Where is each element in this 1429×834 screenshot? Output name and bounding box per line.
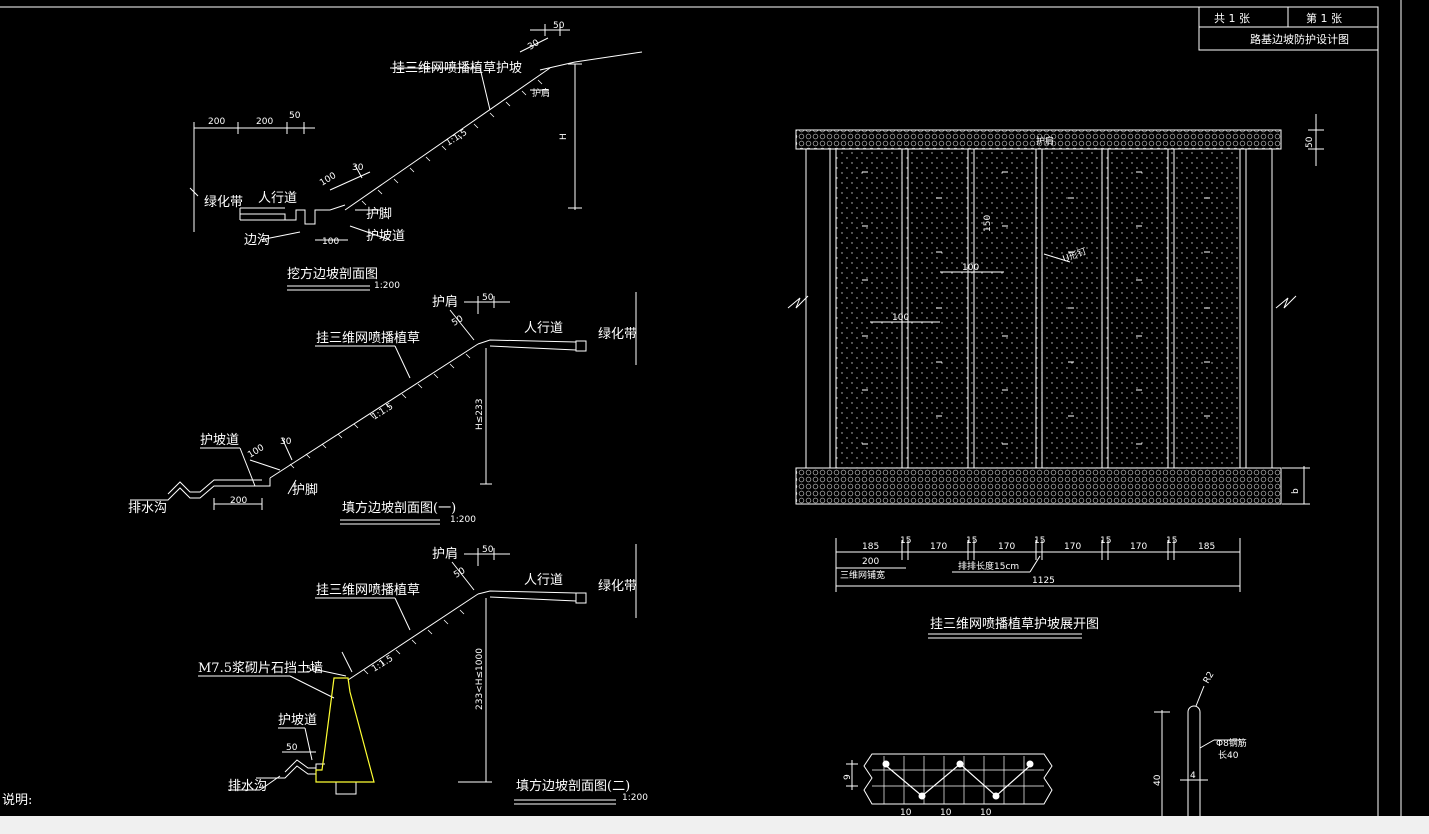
cut-scale: 1:200 [374,281,400,291]
mesh-detail [846,753,1053,805]
layout-view [787,114,1324,639]
layout-spacing: 排排长度15cm [958,560,1019,572]
dim-200b: 200 [256,117,273,127]
layout-dim-150: 150 [983,215,993,232]
dim-30: 30 [526,38,541,53]
fill1-dim-100: 100 [246,443,266,461]
dim-50-top: 50 [553,21,565,31]
cad-drawing-canvas: 共 1 张 第 1 张 路基边坡防护设计图 [0,0,1402,816]
fill1-title: 填方边坡剖面图(一) [342,500,456,516]
dim-15d: 15 [1100,536,1111,546]
fill2-title: 填方边坡剖面图(二) [516,778,630,794]
dim-15c: 15 [1034,536,1045,546]
cut-mesh-label: 挂三维网喷播植草护坡 [392,61,522,76]
nail-dim-4: 4 [1190,771,1196,781]
fill2-scale: 1:200 [622,793,648,803]
fill1-scale: 1:200 [450,515,476,525]
mesh-dim-10b: 10 [940,808,952,816]
mesh-detail-labels: 9 10 10 10 [843,774,992,816]
fill2-sidewalk: 人行道 [524,573,563,588]
fill2-berm: 护坡道 [278,713,317,728]
dim-30b: 30 [352,163,364,173]
fill1-mesh-label: 挂三维网喷播植草 [316,331,420,346]
drawing-title: 路基边坡防护设计图 [1250,32,1349,46]
fill1-toe-wall: 护脚 [292,482,318,498]
cut-shoulder: 护肩 [532,87,550,99]
nail-dim-40: 40 [1153,774,1163,786]
fill2-dim-50c: 50 [306,665,318,675]
fill2-shoulder: 护肩 [432,546,458,562]
cut-section-labels: 200 200 50 50 30 100 30 100 挂三维网喷播植草护坡 护… [204,21,569,291]
fill-section-1-labels: 护肩 50 50 人行道 绿化带 挂三维网喷播植草 1:1.5 H≤233 护坡… [128,293,637,525]
mesh-dim-10c: 10 [980,808,992,816]
dim-200: 200 [862,557,879,567]
layout-shoulder: 护肩 [1036,135,1054,147]
cut-toe-wall: 护脚 [366,206,392,222]
fill2-mesh-label: 挂三维网喷播植草 [316,583,420,598]
fill1-sidewalk: 人行道 [524,321,563,336]
sheet-number: 第 1 张 [1306,11,1342,25]
dim-170d: 170 [1130,542,1147,552]
nail-detail-labels: R2 40 4 Φ8钢筋 长40 [1153,670,1247,786]
dim-170c: 170 [1064,542,1081,552]
cut-green-belt: 绿化带 [204,195,243,210]
nail-note-2: 长40 [1218,749,1239,761]
cut-berm: 护坡道 [366,229,405,244]
cut-section-title: 挖方边坡剖面图 [287,266,378,282]
cut-height: H [559,133,569,140]
retaining-wall [315,677,375,783]
dim-170b: 170 [998,542,1015,552]
layout-dim-b: b [1291,488,1301,494]
fill-section-2 [198,544,637,805]
bottom-bar [0,816,1429,834]
nail-note-1: Φ8钢筋 [1216,737,1247,749]
fill2-wall-label: M7.5浆砌片石挡土墙 [198,661,323,676]
nail-detail [1154,685,1240,816]
layout-title: 挂三维网喷播植草护坡展开图 [930,617,1099,632]
layout-dim-50: 50 [1305,136,1315,148]
fill1-green-belt: 绿化带 [598,327,637,342]
title-block: 共 1 张 第 1 张 路基边坡防护设计图 [1198,6,1379,51]
dim-185a: 185 [862,542,879,552]
dim-15a: 15 [900,536,911,546]
fill1-dim-50: 50 [482,293,494,303]
fill1-height: H≤233 [475,399,485,431]
dim-100: 100 [322,237,339,247]
drawing-frame [0,0,1402,816]
fill2-green-belt: 绿化带 [598,579,637,594]
notes-label: 说明: [2,793,32,808]
dim-100-slope: 100 [318,171,338,189]
cut-sidewalk: 人行道 [258,191,297,206]
fill2-drain: 排水沟 [228,779,267,794]
fill1-dim-30: 30 [280,437,292,447]
dim-15b: 15 [966,536,977,546]
layout-dim-100: 100 [962,263,979,273]
fill-section-1 [130,292,637,525]
cut-ditch: 边沟 [244,233,270,248]
fill1-drain: 排水沟 [128,501,167,516]
fill2-dim-50d: 50 [286,743,298,753]
dim-50: 50 [289,111,301,121]
fill1-berm: 护坡道 [200,433,239,448]
layout-mesh-note: 三维网铺宽 [840,569,885,581]
layout-dim-100b: 100 [892,313,909,323]
cut-section [189,24,643,291]
nail-radius: R2 [1202,670,1217,685]
fill1-shoulder: 护肩 [432,294,458,310]
layout-total: 1125 [1032,576,1055,586]
dim-200a: 200 [208,117,225,127]
mesh-dim-9: 9 [843,774,853,780]
dim-185b: 185 [1198,542,1215,552]
fill1-dim-200: 200 [230,496,247,506]
mesh-dim-10a: 10 [900,808,912,816]
dim-170a: 170 [930,542,947,552]
fill-section-2-labels: 护肩 50 50 人行道 绿化带 挂三维网喷播植草 1:1.5 233<H≤10… [198,545,648,803]
total-sheets: 共 1 张 [1214,12,1250,25]
fill2-height: 233<H≤1000 [475,648,485,710]
cut-slope-ratio: 1:1.5 [444,128,469,149]
dim-15e: 15 [1166,536,1177,546]
fill2-dim-50: 50 [482,545,494,555]
